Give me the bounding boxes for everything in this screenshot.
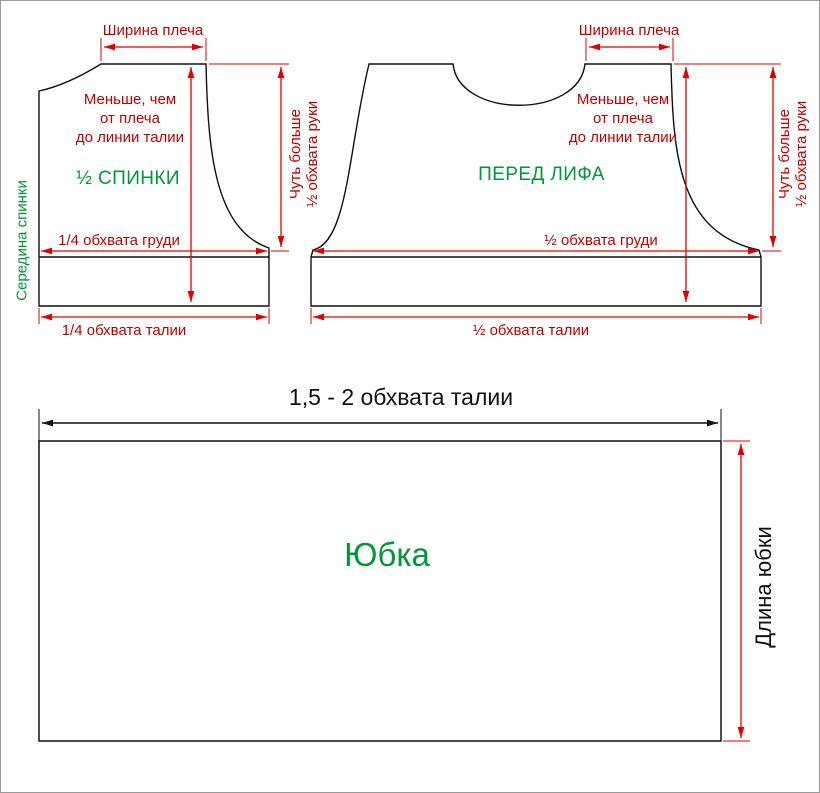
front-dimension-arrows [310, 38, 781, 324]
front-length-note-line1: Меньше, чем [576, 91, 670, 108]
back-center-back-label: Середина спинки [13, 180, 31, 301]
back-piece-name: ½ СПИНКИ [76, 168, 180, 189]
back-dimension-arrows [38, 38, 289, 324]
back-waist-label: 1/4 обхвата талии [61, 322, 187, 339]
skirt-name: Юбка [344, 536, 430, 573]
front-length-note-line2: от плеча [593, 110, 653, 127]
back-sleeve-note-line2: ½ обхвата руки [304, 100, 321, 208]
front-chest-label: ½ обхвата груди [544, 232, 658, 249]
front-sleeve-note-line1: Чуть больше [776, 109, 793, 199]
skirt-width-label: 1,5 - 2 обхвата талии [288, 384, 514, 410]
skirt-length-arrow [723, 440, 750, 742]
front-sleeve-note: Чуть больше ½ обхвата руки [776, 69, 810, 239]
skirt-length-label: Длина юбки [751, 526, 776, 648]
front-piece-name: ПЕРЕД ЛИФА [478, 164, 605, 185]
back-shoulder-width-label: Ширина плеча [102, 22, 204, 39]
skirt-outline [38, 409, 722, 742]
front-shoulder-width-label: Ширина плеча [578, 22, 680, 39]
back-piece-outline [38, 63, 270, 307]
front-length-note-line3: до линии талии [568, 129, 678, 146]
back-sleeve-note-line1: Чуть больше [287, 109, 304, 199]
back-length-note-line2: от плеча [100, 110, 160, 127]
back-length-note: Меньше, чем от плеча до линии талии [73, 90, 187, 147]
back-sleeve-note: Чуть больше ½ обхвата руки [287, 69, 321, 239]
back-length-note-line3: до линии талии [75, 129, 185, 146]
back-length-note-line1: Меньше, чем [83, 91, 177, 108]
back-chest-label: 1/4 обхвата груди [58, 232, 180, 249]
front-sleeve-note-line2: ½ обхвата руки [793, 100, 810, 208]
front-waist-label: ½ обхвата талии [472, 322, 590, 339]
front-length-note: Меньше, чем от плеча до линии талии [566, 90, 680, 147]
